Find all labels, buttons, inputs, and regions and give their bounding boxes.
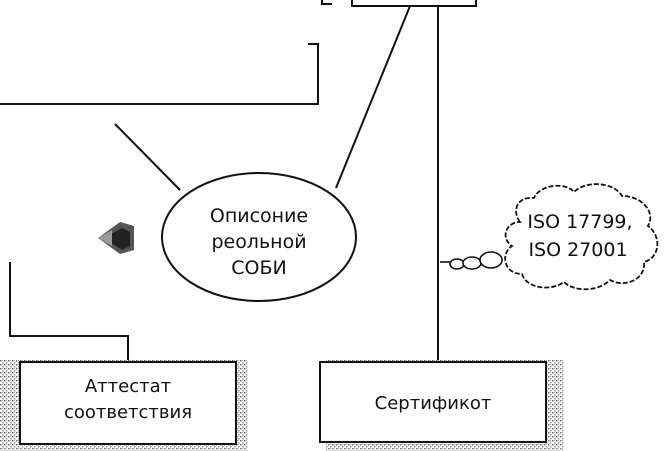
attestat-line-2: соответствия [64,402,192,423]
attestat-connector [9,262,129,362]
certificate-box [319,360,564,451]
bracket-line [0,43,319,105]
iso-standards-cloud [440,183,659,291]
certificate-label: Сертификот [375,393,492,414]
top-partial-boxes [321,0,477,7]
ellipse-connectors [114,5,411,191]
ellipse-line-2: реольной [211,231,306,253]
cloud-line-1: ISO 17799, [527,211,632,233]
ellipse-line-3: СОБИ [231,257,286,279]
ellipse-line-1: Описоние [210,205,308,227]
attestat-line-1: Аттестат [85,376,171,397]
real-sobi-ellipse [161,172,357,302]
left-arrow-icon [98,222,134,254]
cloud-line-2: ISO 27001 [528,239,627,261]
attestat-box [0,360,248,451]
